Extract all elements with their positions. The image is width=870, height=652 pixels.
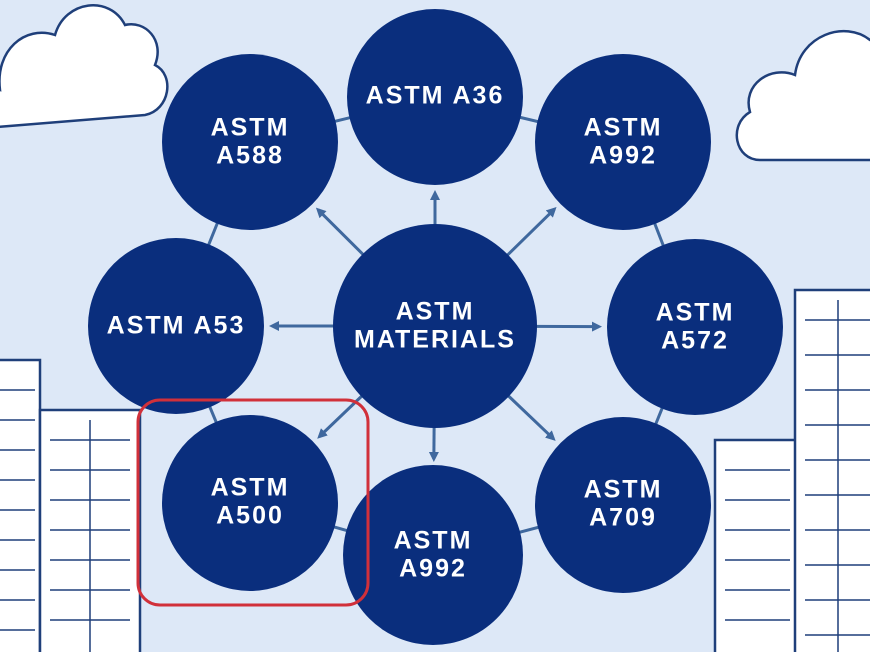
node-label: ASTM	[211, 114, 290, 142]
node-label: ASTM	[656, 299, 735, 327]
node-label: ASTM A36	[366, 82, 505, 110]
center-circle	[333, 224, 537, 428]
node-circle	[535, 54, 711, 230]
center-label: ASTM	[396, 298, 475, 326]
node-a500[interactable]: ASTM A500	[162, 415, 338, 591]
node-a992-bottom[interactable]: ASTM A992	[343, 465, 523, 645]
cloud-icon	[735, 29, 870, 162]
node-circle	[607, 239, 783, 415]
node-circle	[88, 238, 264, 414]
node-label: A709	[589, 504, 657, 532]
connector-arrows	[269, 190, 603, 463]
node-label: A992	[589, 142, 657, 170]
center-node[interactable]: ASTM MATERIALS	[333, 224, 537, 428]
building-icon	[713, 288, 870, 652]
building-icon	[0, 358, 142, 652]
node-a36[interactable]: ASTM A36	[347, 9, 523, 185]
arrow	[317, 392, 366, 439]
node-label: ASTM	[584, 476, 663, 504]
node-label: ASTM	[211, 474, 290, 502]
node-circle	[535, 417, 711, 593]
node-a588[interactable]: ASTM A588	[162, 54, 338, 230]
node-label: A992	[399, 555, 467, 583]
node-circle	[343, 465, 523, 645]
node-label: A588	[216, 142, 284, 170]
node-label: ASTM	[394, 527, 473, 555]
node-label: A572	[661, 327, 729, 355]
node-circle	[162, 54, 338, 230]
node-label: A500	[216, 502, 284, 530]
node-a572[interactable]: ASTM A572	[607, 239, 783, 415]
highlight-box	[136, 398, 370, 607]
node-a992-top[interactable]: ASTM A992	[535, 54, 711, 230]
node-a709[interactable]: ASTM A709	[535, 417, 711, 593]
arrow	[503, 207, 557, 259]
node-circle	[347, 9, 523, 185]
node-label: ASTM A53	[107, 312, 246, 340]
node-a53[interactable]: ASTM A53	[88, 238, 264, 414]
cloud-icon	[0, 4, 169, 129]
arrow	[504, 392, 556, 441]
node-label: ASTM	[584, 114, 663, 142]
center-label: MATERIALS	[354, 326, 516, 354]
node-circle	[162, 415, 338, 591]
arrow	[315, 207, 367, 258]
